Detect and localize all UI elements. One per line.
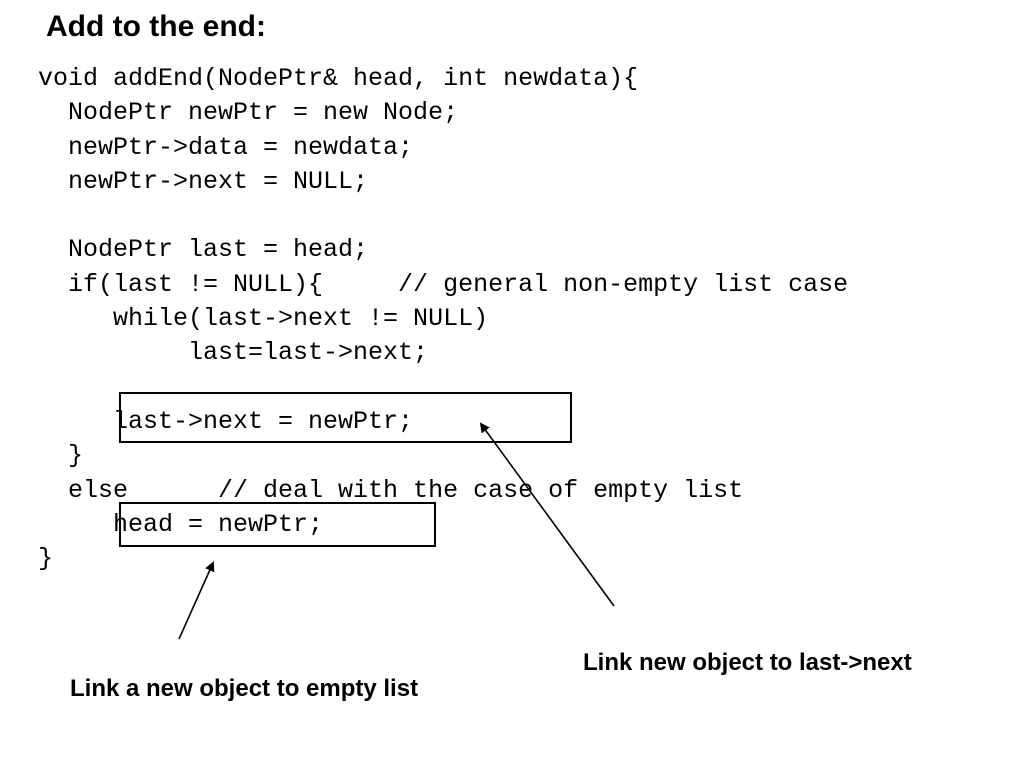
code-line: last->next = newPtr; xyxy=(38,406,414,436)
code-line: last=last->next; xyxy=(38,338,429,368)
code-line: NodePtr last = head; xyxy=(38,235,369,265)
highlight-box-last-next xyxy=(119,392,572,443)
callout-empty-list: Link a new object to empty list xyxy=(70,675,419,702)
arrow-to-head xyxy=(178,561,215,640)
code-line: head = newPtr; xyxy=(38,509,324,539)
code-line: if(last != NULL){ // general non-empty l… xyxy=(38,269,849,299)
arrow-to-last-next xyxy=(479,422,615,607)
code-line: } xyxy=(38,544,54,574)
code-line: while(last->next != NULL) xyxy=(38,304,489,334)
callout-last-next: Link new object to last->next xyxy=(583,649,912,676)
code-line: newPtr->data = newdata; xyxy=(38,132,414,162)
code-line: } xyxy=(38,441,84,471)
code-line: newPtr->next = NULL; xyxy=(38,166,369,196)
slide-title: Add to the end: xyxy=(46,10,266,43)
code-line: void addEnd(NodePtr& head, int newdata){ xyxy=(38,64,639,93)
code-line: NodePtr newPtr = new Node; xyxy=(38,98,459,128)
code-block: void addEnd(NodePtr& head, int newdata){… xyxy=(38,62,848,576)
highlight-box-head xyxy=(119,502,436,547)
